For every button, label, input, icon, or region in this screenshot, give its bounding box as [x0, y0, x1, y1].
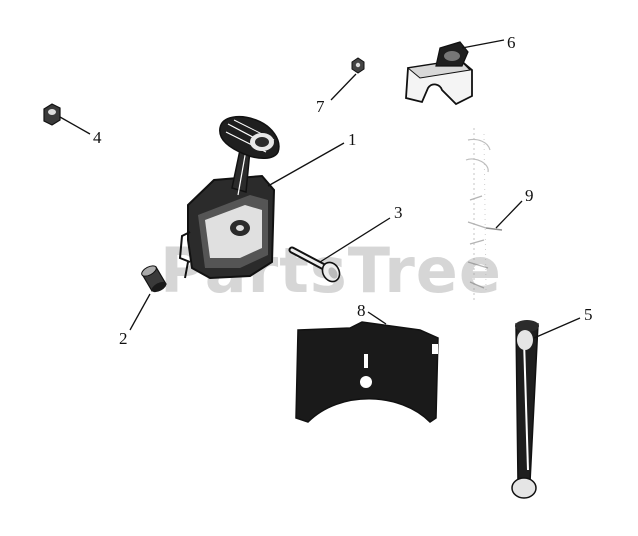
- leader-9: [495, 200, 523, 229]
- callout-3: 3: [394, 203, 403, 222]
- part-1-shift-lever[interactable]: [178, 115, 280, 280]
- leader-7: [330, 73, 357, 101]
- leader-6: [461, 39, 505, 49]
- callout-7: 7: [316, 97, 325, 116]
- callout-4: 4: [93, 128, 102, 147]
- part-3-shoulder-bolt[interactable]: [288, 246, 343, 285]
- callout-9: 9: [525, 186, 534, 205]
- part-5-shift-rod[interactable]: [511, 320, 539, 499]
- part-2-spacer[interactable]: [140, 264, 168, 295]
- callout-2: 2: [119, 329, 128, 348]
- callout-8: 8: [357, 301, 366, 320]
- callout-1: 1: [348, 130, 357, 149]
- callout-6: 6: [507, 33, 516, 52]
- part-4-hex-nut[interactable]: [43, 103, 61, 126]
- part-8-decal-plate[interactable]: [295, 321, 439, 423]
- part-7-lock-nut[interactable]: [351, 57, 365, 74]
- part-6-cable-clamp[interactable]: [405, 41, 473, 106]
- callout-5: 5: [584, 305, 593, 324]
- leader-3: [319, 217, 391, 263]
- leader-4: [59, 116, 91, 135]
- leader-2: [129, 293, 151, 331]
- part-9-spring[interactable]: [465, 128, 503, 300]
- leader-5: [533, 317, 581, 339]
- leader-8: [367, 311, 387, 325]
- leader-1: [267, 142, 345, 187]
